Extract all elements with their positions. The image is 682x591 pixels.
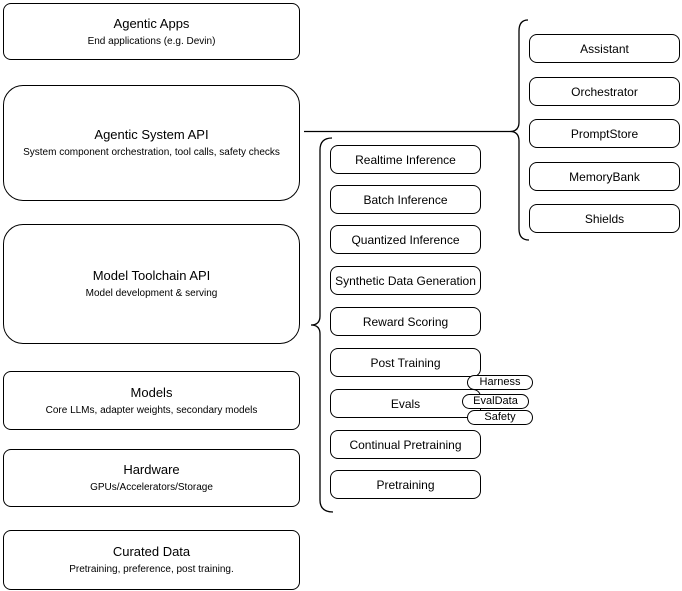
node-agentic-system-api: Agentic System API System component orch… [3,85,300,201]
node-curated-data: Curated Data Pretraining, preference, po… [3,530,300,590]
node-synthetic-data-generation: Synthetic Data Generation [330,266,481,295]
node-quantized-inference: Quantized Inference [330,225,481,254]
node-assistant: Assistant [529,34,680,63]
node-label: Reward Scoring [362,314,449,329]
node-title: Models [130,384,173,400]
node-subtitle: System component orchestration, tool cal… [23,147,280,158]
node-label: Post Training [370,355,441,370]
node-label: Orchestrator [571,84,638,99]
node-title: Agentic System API [94,127,209,142]
node-label: Realtime Inference [355,152,456,167]
node-label: MemoryBank [569,169,640,184]
badge-evaldata: EvalData [462,394,529,409]
node-label: Synthetic Data Generation [335,273,476,288]
node-label: Quantized Inference [351,232,460,247]
badge-safety: Safety [467,410,533,425]
brace-toolchain-services [310,137,334,513]
node-promptstore: PromptStore [529,119,680,148]
badge-harness: Harness [467,375,533,390]
node-label: Evals [390,396,421,411]
node-subtitle: Pretraining, preference, post training. [69,564,234,575]
node-subtitle: End applications (e.g. Devin) [87,35,216,47]
badge-label: Harness [479,376,521,388]
node-reward-scoring: Reward Scoring [330,307,481,336]
node-subtitle: GPUs/Accelerators/Storage [90,482,213,493]
node-subtitle: Core LLMs, adapter weights, secondary mo… [45,404,258,416]
badge-label: EvalData [473,395,518,407]
node-model-toolchain-api: Model Toolchain API Model development & … [3,224,300,344]
node-realtime-inference: Realtime Inference [330,145,481,174]
node-title: Model Toolchain API [92,268,211,283]
node-orchestrator: Orchestrator [529,77,680,106]
node-label: Assistant [580,41,629,56]
node-label: Shields [584,211,625,226]
node-shields: Shields [529,204,680,233]
node-models: Models Core LLMs, adapter weights, secon… [3,371,300,430]
node-label: Batch Inference [363,192,448,207]
badge-label: Safety [484,411,516,423]
node-evals: Evals [330,389,481,418]
node-label: Pretraining [376,477,435,492]
node-pretraining: Pretraining [330,470,481,499]
node-batch-inference: Batch Inference [330,185,481,214]
node-title: Hardware [123,462,180,477]
node-subtitle: Model development & serving [85,288,218,299]
brace-system-components [509,19,530,241]
node-label: Continual Pretraining [349,437,462,452]
node-title: Agentic Apps [113,15,190,31]
node-label: PromptStore [570,126,639,141]
node-hardware: Hardware GPUs/Accelerators/Storage [3,449,300,507]
node-continual-pretraining: Continual Pretraining [330,430,481,459]
node-memorybank: MemoryBank [529,162,680,191]
node-post-training: Post Training [330,348,481,377]
node-agentic-apps: Agentic Apps End applications (e.g. Devi… [3,3,300,60]
node-title: Curated Data [112,544,191,559]
